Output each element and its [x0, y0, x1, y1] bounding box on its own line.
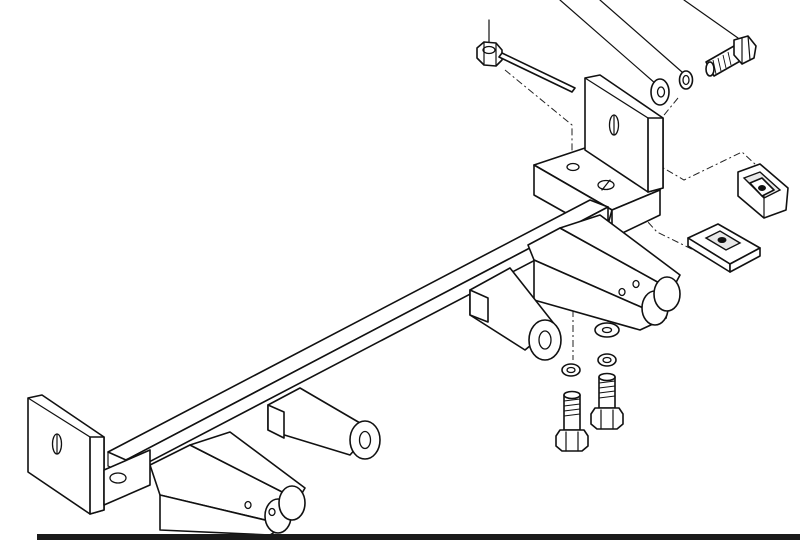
bottom-rule [37, 534, 800, 540]
lower-flat-washer-right [594, 322, 620, 338]
hex-nut [476, 41, 503, 67]
center-tow-tab-left [267, 387, 381, 460]
frame-nut-plate-lower [687, 223, 761, 273]
long-pin [498, 52, 576, 93]
left-tow-tab-pair [149, 431, 306, 536]
lower-lock-washer-left [561, 363, 581, 377]
center-tow-tab [469, 267, 562, 361]
lower-bolt-right [590, 372, 624, 430]
upper-flat-washer [650, 78, 670, 106]
right-tow-tab-pair [527, 214, 681, 331]
lower-bolt-left [555, 390, 589, 452]
upper-lock-washer [678, 70, 694, 90]
upper-hex-bolt [705, 35, 757, 77]
left-mounting-plate [27, 394, 151, 515]
leader-lines [488, 0, 739, 85]
frame-nut-plate-upper [737, 163, 789, 219]
right-upright-bracket [584, 74, 664, 193]
lower-lock-washer-right [597, 353, 617, 367]
